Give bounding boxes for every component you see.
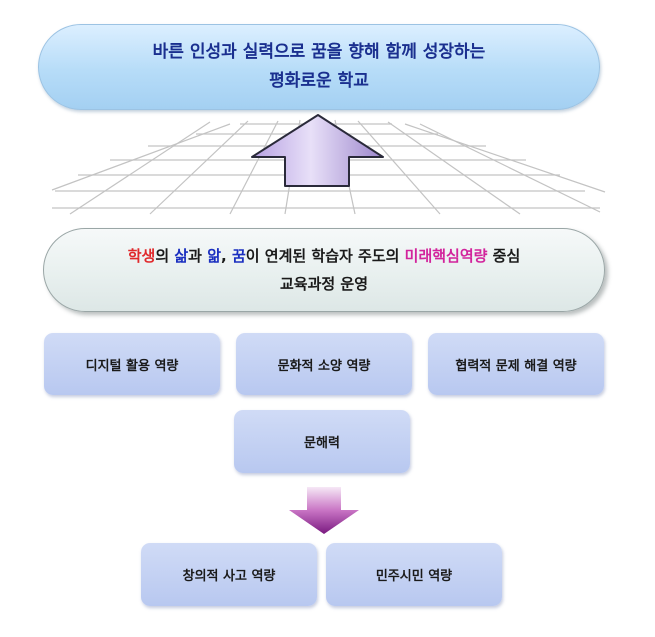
competency-digital: 디지털 활용 역량 <box>44 333 220 395</box>
goal-text-blue: 꿈 <box>231 247 246 265</box>
curriculum-goal-line-1: 학생의 삶과 앎, 꿈이 연계된 학습자 주도의 미래핵심역량 중심 <box>128 242 521 270</box>
goal-text-plain: 과 <box>188 247 208 265</box>
school-vision-banner: 바른 인성과 실력으로 꿈을 향해 함께 성장하는 평화로운 학교 <box>38 24 600 110</box>
competency-creative-thinking: 창의적 사고 역량 <box>141 543 317 606</box>
goal-text-plain: 중심 <box>487 247 521 265</box>
curriculum-goal-banner: 학생의 삶과 앎, 꿈이 연계된 학습자 주도의 미래핵심역량 중심 교육과정 … <box>43 228 605 312</box>
competency-culture: 문화적 소양 역량 <box>236 333 412 395</box>
goal-text-plain: 이 연계된 학습자 주도의 <box>245 247 405 265</box>
competency-democratic-citizen: 민주시민 역량 <box>326 543 502 606</box>
goal-text-plain: , <box>221 247 232 265</box>
vision-line-1: 바른 인성과 실력으로 꿈을 향해 함께 성장하는 <box>152 42 486 62</box>
competency-collaboration: 협력적 문제 해결 역량 <box>428 333 604 395</box>
goal-text-blue: 앎 <box>207 247 222 265</box>
goal-text-blue: 삶 <box>174 247 189 265</box>
curriculum-goal-line-2: 교육과정 운영 <box>279 275 369 293</box>
goal-text-pink: 미래핵심역량 <box>404 247 488 265</box>
goal-text-plain: 의 <box>155 247 175 265</box>
goal-text-red: 학생 <box>127 247 156 265</box>
competency-literacy: 문해력 <box>234 410 410 473</box>
vision-line-2: 평화로운 학교 <box>269 71 369 91</box>
